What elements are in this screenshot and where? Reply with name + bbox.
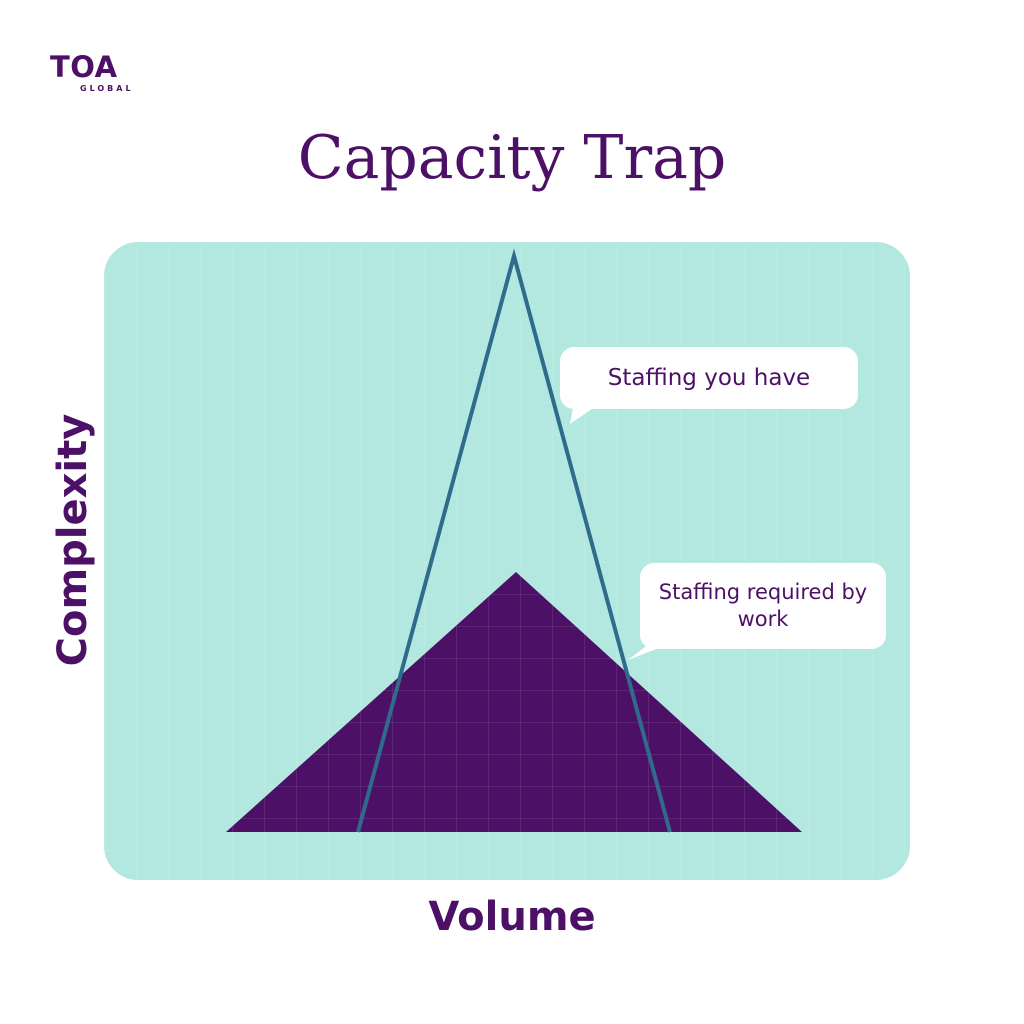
staffing-have-outline: [356, 248, 672, 833]
staffing-required-grid: [226, 572, 802, 832]
callout-staffing-required: Staffing required by work: [640, 563, 886, 649]
y-axis-label-text: Complexity: [50, 413, 96, 667]
page-title: Capacity Trap: [297, 123, 727, 193]
toa-global-logo: TOA GLOBAL: [50, 50, 140, 96]
x-axis-label: Volume: [428, 894, 596, 940]
callout-staffing-have-text: Staffing you have: [607, 365, 811, 391]
callout-staffing-required-text: Staffing required by work: [658, 580, 868, 631]
callout-staffing-have: Staffing you have: [560, 347, 858, 409]
logo-subtitle: GLOBAL: [80, 84, 134, 93]
logo-wordmark: TOA: [50, 50, 118, 84]
